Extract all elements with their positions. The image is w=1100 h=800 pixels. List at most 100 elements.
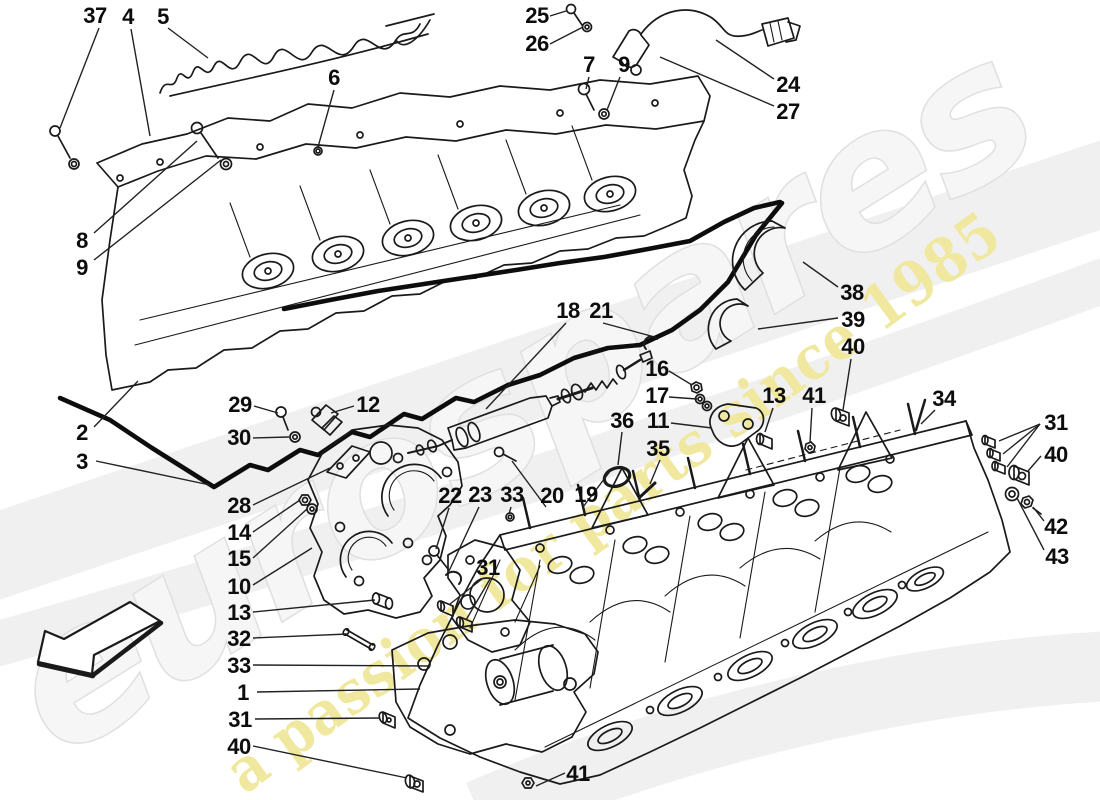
leader-line-25 <box>549 10 567 17</box>
leader-line-40 <box>252 745 408 779</box>
part-label-20: 20 <box>540 483 564 508</box>
part-label-37: 37 <box>83 3 107 28</box>
part-label-31: 31 <box>476 555 500 580</box>
leader-line-35 <box>649 459 661 485</box>
leader-line-33 <box>508 506 512 515</box>
leader-line-31 <box>1006 423 1041 468</box>
leader-line-9 <box>606 76 621 111</box>
part-label-31: 31 <box>228 707 252 732</box>
leader-line-43 <box>1016 497 1045 551</box>
leader-line-26 <box>549 26 584 45</box>
part-label-29: 29 <box>228 392 252 417</box>
part-label-16: 16 <box>645 356 669 381</box>
cam-cover-drawing <box>96 75 711 391</box>
leader-line-23 <box>448 506 480 572</box>
leader-line-2 <box>93 380 139 428</box>
leader-line-27 <box>659 56 775 107</box>
leader-line-32 <box>252 633 349 639</box>
gasket-drawing <box>57 199 785 490</box>
leader-line-15 <box>252 508 308 559</box>
part-label-24: 24 <box>776 72 800 97</box>
leader-line-19 <box>582 469 612 508</box>
leader-line-31 <box>1002 423 1041 455</box>
part-label-25: 25 <box>525 3 549 28</box>
part-label-22: 22 <box>438 483 462 508</box>
part-label-2: 2 <box>76 420 88 445</box>
part-label-15: 15 <box>227 546 251 571</box>
part-label-31: 31 <box>1044 410 1068 435</box>
leader-line-8 <box>93 140 198 234</box>
leader-line-6 <box>317 89 335 148</box>
leader-line-31 <box>254 717 381 720</box>
script-badge-drawing <box>159 13 435 97</box>
leader-line-34 <box>920 409 936 425</box>
leader-line-21 <box>602 322 652 337</box>
part-label-43: 43 <box>1045 544 1069 569</box>
part-label-33: 33 <box>227 653 251 678</box>
leader-line-29 <box>253 405 279 414</box>
leader-line-13 <box>764 407 774 433</box>
leader-line-38 <box>802 261 839 288</box>
fastener-icons-top <box>49 3 610 171</box>
part-label-36: 36 <box>610 408 634 433</box>
part-label-18: 18 <box>556 298 580 323</box>
part-label-19: 19 <box>574 482 598 507</box>
leader-line-36 <box>617 431 623 466</box>
part-label-39: 39 <box>841 307 865 332</box>
part-label-40: 40 <box>227 734 251 759</box>
part-label-21: 21 <box>589 298 613 323</box>
leader-line-31 <box>465 578 491 621</box>
leader-line-18 <box>485 322 567 410</box>
part-label-5: 5 <box>157 4 169 29</box>
leader-line-17 <box>668 396 698 400</box>
part-label-7: 7 <box>583 52 595 77</box>
part-label-3: 3 <box>76 449 88 474</box>
leader-line-24 <box>715 39 775 80</box>
leader-line-41 <box>535 772 566 787</box>
leader-line-41 <box>809 407 813 443</box>
part-label-42: 42 <box>1044 514 1068 539</box>
leader-line-12 <box>330 405 355 414</box>
leader-line-1 <box>256 688 421 693</box>
leader-line-13 <box>252 599 376 613</box>
part-label-6: 6 <box>328 65 340 90</box>
part-label-28: 28 <box>227 493 251 518</box>
part-label-26: 26 <box>525 31 549 56</box>
leader-line-10 <box>252 547 313 586</box>
leader-line-40 <box>1027 455 1042 472</box>
part-label-32: 32 <box>227 626 251 651</box>
part-label-14: 14 <box>227 520 251 545</box>
part-label-13: 13 <box>227 600 251 625</box>
leader-line-7 <box>585 76 590 90</box>
leader-line-14 <box>252 499 301 533</box>
leader-line-22 <box>435 507 450 550</box>
part-label-33: 33 <box>500 482 524 507</box>
part-label-41: 41 <box>566 761 590 786</box>
part-label-1: 1 <box>237 680 249 705</box>
leader-line-33 <box>252 664 431 667</box>
leader-line-4 <box>130 28 151 137</box>
leader-line-39 <box>757 317 839 330</box>
leader-line-11 <box>670 422 713 429</box>
part-label-13: 13 <box>762 383 786 408</box>
leader-line-9 <box>93 159 222 261</box>
leader-line-20 <box>511 460 547 508</box>
leader-line-31 <box>449 578 483 605</box>
part-label-27: 27 <box>776 99 800 124</box>
leader-line-37 <box>59 27 100 129</box>
leader-line-30 <box>252 436 290 439</box>
part-label-30: 30 <box>227 425 251 450</box>
leader-line-40 <box>842 358 852 411</box>
part-label-17: 17 <box>645 383 669 408</box>
part-label-38: 38 <box>840 280 864 305</box>
part-label-9: 9 <box>76 255 88 280</box>
leader-line-28 <box>252 467 331 506</box>
actuator-drawing <box>407 335 658 456</box>
direction-arrow-icon <box>36 600 164 679</box>
part-label-35: 35 <box>646 436 670 461</box>
part-label-9: 9 <box>618 52 630 77</box>
leader-line-16 <box>668 370 693 386</box>
part-label-11: 11 <box>646 408 670 433</box>
